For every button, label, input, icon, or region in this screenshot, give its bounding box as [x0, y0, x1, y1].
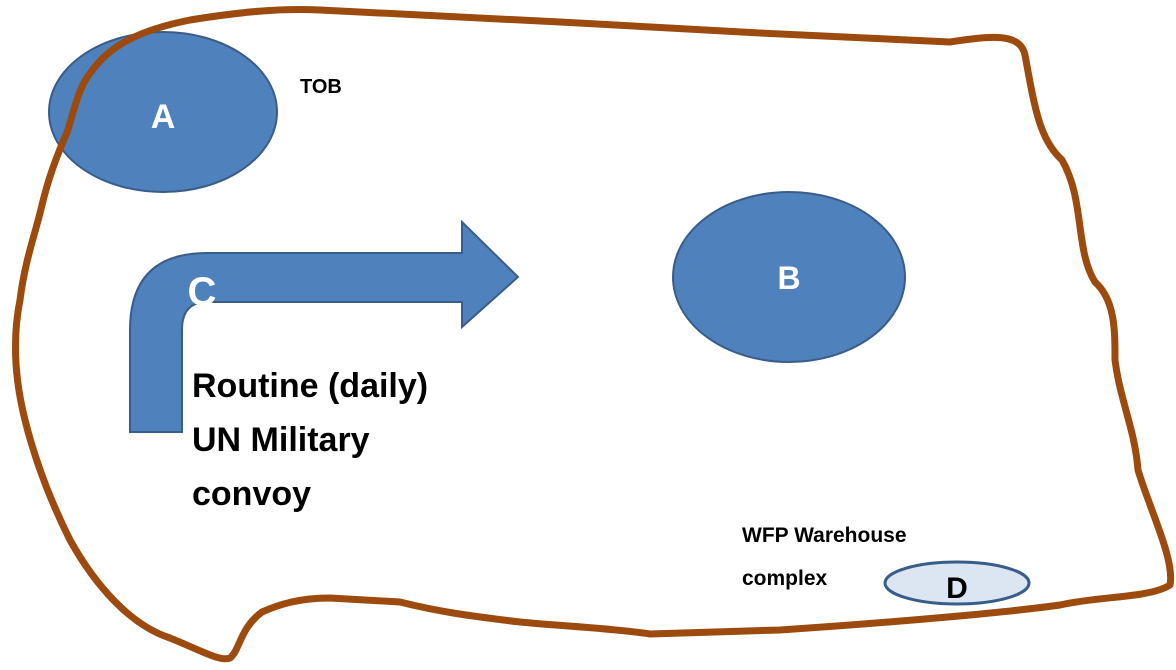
convoy-label-line-2: UN Military	[192, 421, 370, 459]
warehouse-d-letter: D	[946, 572, 968, 605]
area-boundary	[11, 5, 1175, 663]
site-a-letter: A	[151, 98, 176, 136]
convoy-route-arrow	[129, 219, 520, 433]
convoy-letter: C	[188, 270, 217, 314]
warehouse-d-ellipse	[883, 560, 1031, 606]
site-b-ellipse	[672, 191, 906, 363]
site-b-letter: B	[777, 260, 800, 296]
warehouse-label-line-2: complex	[742, 567, 828, 590]
convoy-label-line-1: Routine (daily)	[192, 367, 428, 405]
site-a-label: TOB	[300, 76, 342, 98]
warehouse-label-line-1: WFP Warehouse	[742, 524, 907, 547]
convoy-label-line-3: convoy	[192, 475, 311, 513]
site-a-ellipse	[48, 31, 278, 193]
